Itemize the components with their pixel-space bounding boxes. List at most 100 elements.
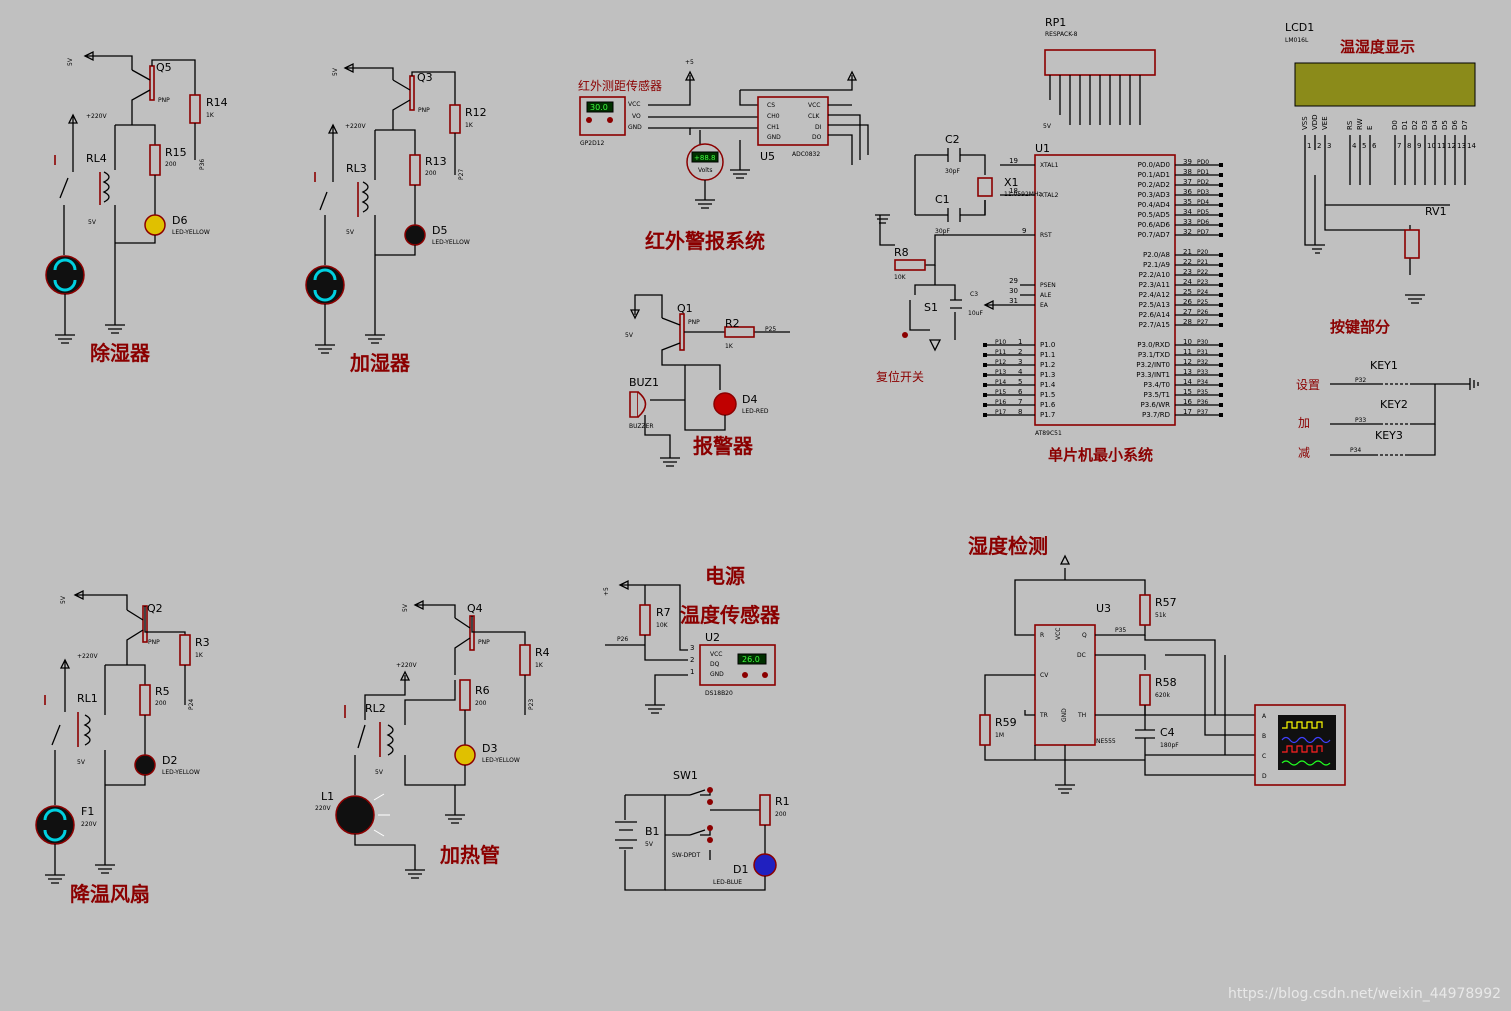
mcu-net-label: P27 <box>1197 319 1208 326</box>
title-cooling-fan: 降温风扇 <box>70 882 150 906</box>
lcd-pin-label: D4 <box>1431 120 1439 130</box>
lcd-pin-label: D6 <box>1451 120 1459 130</box>
svg-text:PNP: PNP <box>418 107 430 114</box>
svg-text:P36: P36 <box>199 159 206 170</box>
mcu-pin-number: 22 <box>1183 258 1192 266</box>
lcd-pin-number: 14 <box>1467 142 1476 150</box>
svg-text:1K: 1K <box>725 343 734 350</box>
svg-text:GND: GND <box>767 134 781 141</box>
svg-text:+5: +5 <box>603 587 610 596</box>
mcu-net-label: P10 <box>995 339 1006 346</box>
svg-text:R12: R12 <box>465 106 487 119</box>
mcu-pin-label: P2.4/A12 <box>1139 291 1170 299</box>
mcu-pin-label: P1.2 <box>1040 361 1055 369</box>
mcu-net-terminal <box>983 363 987 367</box>
svg-text:RL2: RL2 <box>365 702 386 715</box>
mcu-net-label: P36 <box>1197 399 1208 406</box>
svg-text:KEY2: KEY2 <box>1380 398 1408 411</box>
svg-text:R57: R57 <box>1155 596 1177 609</box>
svg-text:1K: 1K <box>195 652 204 659</box>
mcu-net-label: P15 <box>995 389 1006 396</box>
svg-text:LM016L: LM016L <box>1285 37 1309 44</box>
svg-text:减: 减 <box>1298 446 1310 460</box>
mcu-net-label: P23 <box>1197 279 1208 286</box>
svg-text:5V: 5V <box>375 769 384 776</box>
mcu-net-terminal <box>983 353 987 357</box>
svg-text:+5: +5 <box>685 59 694 66</box>
svg-text:30: 30 <box>1009 287 1018 295</box>
svg-text:R14: R14 <box>206 96 228 109</box>
svg-text:RESPACK-8: RESPACK-8 <box>1045 31 1078 38</box>
svg-text:XTAL2: XTAL2 <box>1040 192 1059 199</box>
title-ir-alarm: 红外警报系统 <box>645 229 765 253</box>
mcu-pin-label: P3.7/RD <box>1142 411 1170 419</box>
power-switch-circuit: SW1 SW-DPDT B1 5V R1 200 D1 LED-BLUE <box>615 769 790 891</box>
svg-text:D1: D1 <box>733 863 748 876</box>
svg-text:220V: 220V <box>315 805 331 812</box>
svg-text:B: B <box>1262 733 1266 740</box>
svg-text:5V: 5V <box>60 595 67 604</box>
lcd-pin-label: VEE <box>1321 116 1329 130</box>
lcd-pin-label: D1 <box>1401 120 1409 130</box>
svg-text:10K: 10K <box>894 274 907 281</box>
svg-text:R5: R5 <box>155 685 170 698</box>
mcu-net-terminal <box>1219 303 1223 307</box>
svg-text:+220V: +220V <box>77 653 98 660</box>
mcu-pin-number: 2 <box>1018 348 1022 356</box>
mcu-net-terminal <box>983 343 987 347</box>
svg-text:TR: TR <box>1039 712 1048 719</box>
svg-text:SW1: SW1 <box>673 769 698 782</box>
mcu-pin-number: 34 <box>1183 208 1192 216</box>
title-temp-sensor: 温度传感器 <box>680 603 781 627</box>
svg-text:1M: 1M <box>995 732 1004 739</box>
lcd-pin-label: D0 <box>1391 120 1399 130</box>
lcd-pin-label: RW <box>1356 118 1364 130</box>
mcu-net-terminal <box>1219 313 1223 317</box>
svg-text:11.0592MHz: 11.0592MHz <box>1004 191 1042 198</box>
mcu-net-label: P16 <box>995 399 1006 406</box>
svg-text:180pF: 180pF <box>1160 742 1179 749</box>
svg-text:Q1: Q1 <box>677 302 693 315</box>
svg-text:200: 200 <box>775 811 787 818</box>
mcu-net-terminal <box>1219 223 1223 227</box>
mcu-net-terminal <box>1219 273 1223 277</box>
mcu-net-terminal <box>983 383 987 387</box>
svg-text:220V: 220V <box>81 821 97 828</box>
mcu-net-label: P22 <box>1197 269 1208 276</box>
svg-text:U3: U3 <box>1096 602 1111 615</box>
svg-text:BUZ1: BUZ1 <box>629 376 659 389</box>
mcu-net-terminal <box>1219 263 1223 267</box>
svg-text:LED-YELLOW: LED-YELLOW <box>482 757 520 764</box>
svg-text:D2: D2 <box>162 754 177 767</box>
mcu-net-terminal <box>1219 283 1223 287</box>
mcu-pin-number: 12 <box>1183 358 1192 366</box>
svg-text:VCC: VCC <box>628 101 640 108</box>
svg-text:X1: X1 <box>1004 176 1019 189</box>
mcu-net-label: P30 <box>1197 339 1208 346</box>
svg-text:CS: CS <box>767 102 775 109</box>
heater-circuit: 5V Q4 PNP R4 1K P23 R6 200 D3 LED-YELLOW… <box>315 599 550 879</box>
mcu-net-label: P26 <box>1197 309 1208 316</box>
mcu-net-terminal <box>1219 293 1223 297</box>
svg-text:5V: 5V <box>645 841 654 848</box>
lcd-pin-number: 1 <box>1307 142 1311 150</box>
svg-text:R15: R15 <box>165 146 187 159</box>
lcd-pin-label: VDD <box>1311 114 1319 130</box>
lcd-pin-label: RS <box>1346 120 1354 130</box>
lcd-pin-number: 7 <box>1397 142 1401 150</box>
mcu-net-terminal <box>1219 323 1223 327</box>
svg-text:P24: P24 <box>188 699 195 710</box>
svg-text:5V: 5V <box>88 219 97 226</box>
svg-text:PNP: PNP <box>478 639 490 646</box>
svg-text:200: 200 <box>165 161 177 168</box>
svg-text:620k: 620k <box>1155 692 1170 699</box>
mcu-net-label: P33 <box>1197 369 1208 376</box>
svg-text:D: D <box>1262 773 1267 780</box>
svg-text:LED-RED: LED-RED <box>742 408 769 415</box>
svg-text:P34: P34 <box>1350 447 1361 454</box>
mcu-net-terminal <box>1219 173 1223 177</box>
svg-text:R2: R2 <box>725 317 740 330</box>
svg-text:Q5: Q5 <box>156 61 172 74</box>
svg-text:LED-BLUE: LED-BLUE <box>713 879 742 886</box>
svg-text:ALE: ALE <box>1040 292 1051 299</box>
